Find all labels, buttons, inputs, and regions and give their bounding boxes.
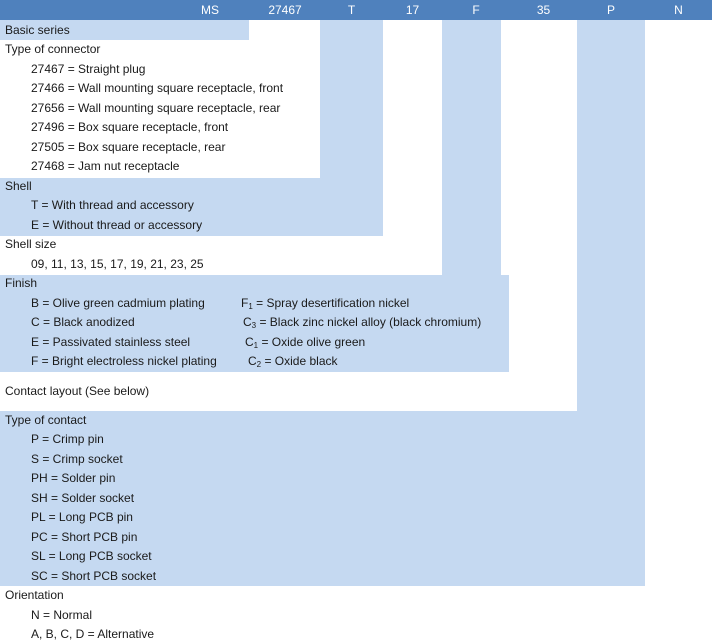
contact-layout-title: Contact layout (See below) [5, 384, 150, 398]
orientation-item: A, B, C, D = Alternative [31, 627, 155, 641]
contact-type-item: S = Crimp socket [31, 452, 123, 466]
finish-item: E = Passivated stainless steel [31, 335, 191, 349]
finish-item: C = Black anodized [31, 315, 135, 329]
header-cell-basic-series: MS [201, 3, 219, 17]
connector-item: 27656 = Wall mounting square receptacle,… [31, 101, 281, 115]
shell-title: Shell [5, 179, 32, 193]
contact-type-item: SH = Solder socket [31, 491, 135, 505]
connector-item: 27466 = Wall mounting square receptacle,… [31, 81, 284, 95]
connector-item: 27496 = Box square receptacle, front [31, 120, 229, 134]
orientation-item: N = Normal [31, 608, 93, 622]
finish-title: Finish [5, 276, 38, 290]
contact-type-item: SL = Long PCB socket [31, 549, 152, 563]
finish-band [0, 275, 509, 372]
header-cell-layout: 35 [536, 3, 551, 17]
finish-alt-item: C3 = Black zinc nickel alloy (black chro… [243, 315, 482, 330]
contact-type-item: P = Crimp pin [31, 432, 104, 446]
shell-size-column-band [442, 20, 501, 275]
contact-type-item: SC = Short PCB socket [31, 569, 157, 583]
contact-type-item: PL = Long PCB pin [31, 510, 133, 524]
header-bar: MS 27467 T 17 F 35 P N [0, 0, 712, 20]
orientation-title: Orientation [5, 588, 64, 602]
header-cell-finish: F [472, 3, 480, 17]
shell-size-values: 09, 11, 13, 15, 17, 19, 21, 23, 25 [31, 257, 204, 271]
connector-column-band [320, 20, 383, 178]
finish-alt-item: F1 = Spray desertification nickel [241, 296, 410, 311]
basic-series-band [0, 20, 249, 40]
header-cell-shell: T [347, 3, 356, 17]
contact-type-item: PC = Short PCB pin [31, 530, 138, 544]
contact-type-band [0, 411, 645, 586]
finish-alt-item: C1 = Oxide olive green [245, 335, 366, 350]
finish-item: B = Olive green cadmium plating [31, 296, 205, 310]
shell-item: E = Without thread or accessory [31, 218, 203, 232]
basic-series-title: Basic series [5, 23, 70, 37]
connector-item: 27467 = Straight plug [31, 62, 146, 76]
shell-size-title: Shell size [5, 237, 57, 251]
layout-column-band [577, 20, 645, 411]
connector-title: Type of connector [5, 42, 101, 56]
shell-item: T = With thread and accessory [31, 198, 194, 212]
header-cell-connector: 27467 [268, 3, 302, 17]
header-cell-orientation: N [674, 3, 683, 17]
finish-item: F = Bright electroless nickel plating [31, 354, 217, 368]
shell-band [0, 178, 383, 236]
contact-type-title: Type of contact [5, 413, 87, 427]
header-cell-contact-type: P [606, 3, 615, 17]
header-cell-shell-size: 17 [405, 3, 420, 17]
finish-alt-item: C2 = Oxide black [248, 354, 338, 369]
contact-type-item: PH = Solder pin [31, 471, 116, 485]
connector-item: 27505 = Box square receptacle, rear [31, 140, 226, 154]
connector-item: 27468 = Jam nut receptacle [31, 159, 180, 173]
